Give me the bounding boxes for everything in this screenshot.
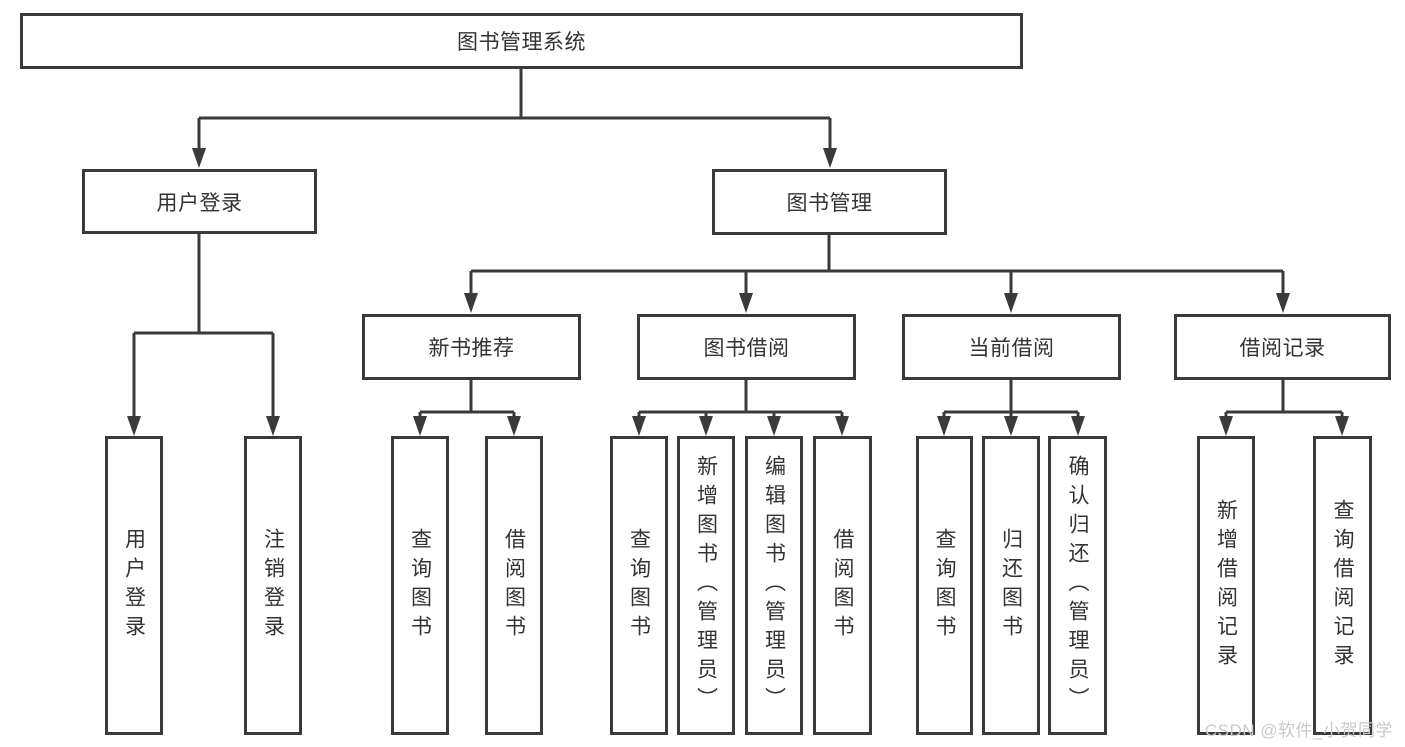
leaf-add-books-admin: 新增图书（管理员） [677, 436, 735, 735]
leaf-borrow-books-recommend: 借阅图书 [485, 436, 543, 735]
leaf-query-borrow-record: 查询借阅记录 [1313, 436, 1372, 735]
leaf-query-books-recommend-label: 查询图书 [408, 527, 432, 644]
leaf-query-books-borrow-label: 查询图书 [627, 527, 651, 644]
leaf-add-borrow-record: 新增借阅记录 [1197, 436, 1255, 735]
leaf-logout-login: 注销登录 [244, 436, 302, 735]
node-root: 图书管理系统 [20, 13, 1023, 69]
leaf-return-books: 归还图书 [982, 436, 1040, 735]
leaf-logout-login-label: 注销登录 [261, 527, 285, 644]
leaf-user-login-label: 用户登录 [122, 527, 146, 644]
leaf-edit-books-admin-label: 编辑图书（管理员） [762, 455, 786, 716]
leaf-query-books-borrow: 查询图书 [610, 436, 668, 735]
leaf-confirm-return-admin: 确认归还（管理员） [1048, 436, 1107, 735]
leaf-borrow-books-label: 借阅图书 [831, 527, 854, 644]
leaf-edit-books-admin: 编辑图书（管理员） [745, 436, 803, 735]
leaf-query-books-current-label: 查询图书 [933, 527, 956, 644]
leaf-add-books-admin-label: 新增图书（管理员） [694, 455, 718, 716]
leaf-borrow-books-recommend-label: 借阅图书 [502, 527, 526, 644]
leaf-user-login: 用户登录 [105, 436, 163, 735]
leaf-query-borrow-record-label: 查询借阅记录 [1331, 498, 1354, 673]
leaf-return-books-label: 归还图书 [999, 527, 1023, 644]
leaf-confirm-return-admin-label: 确认归还（管理员） [1066, 455, 1089, 716]
leaf-add-borrow-record-label: 新增借阅记录 [1214, 498, 1238, 673]
leaf-query-books-recommend: 查询图书 [391, 436, 449, 735]
node-current-borrow: 当前借阅 [902, 314, 1121, 380]
node-new-book-recommend: 新书推荐 [362, 314, 581, 380]
node-book-borrow: 图书借阅 [637, 314, 856, 380]
leaf-borrow-books: 借阅图书 [813, 436, 872, 735]
node-book-management: 图书管理 [712, 169, 947, 235]
leaf-query-books-current: 查询图书 [916, 436, 973, 735]
node-borrow-records: 借阅记录 [1174, 314, 1391, 380]
node-user-login: 用户登录 [82, 169, 317, 234]
csdn-watermark: CSDN @软件_小贺同学 [1204, 721, 1393, 740]
